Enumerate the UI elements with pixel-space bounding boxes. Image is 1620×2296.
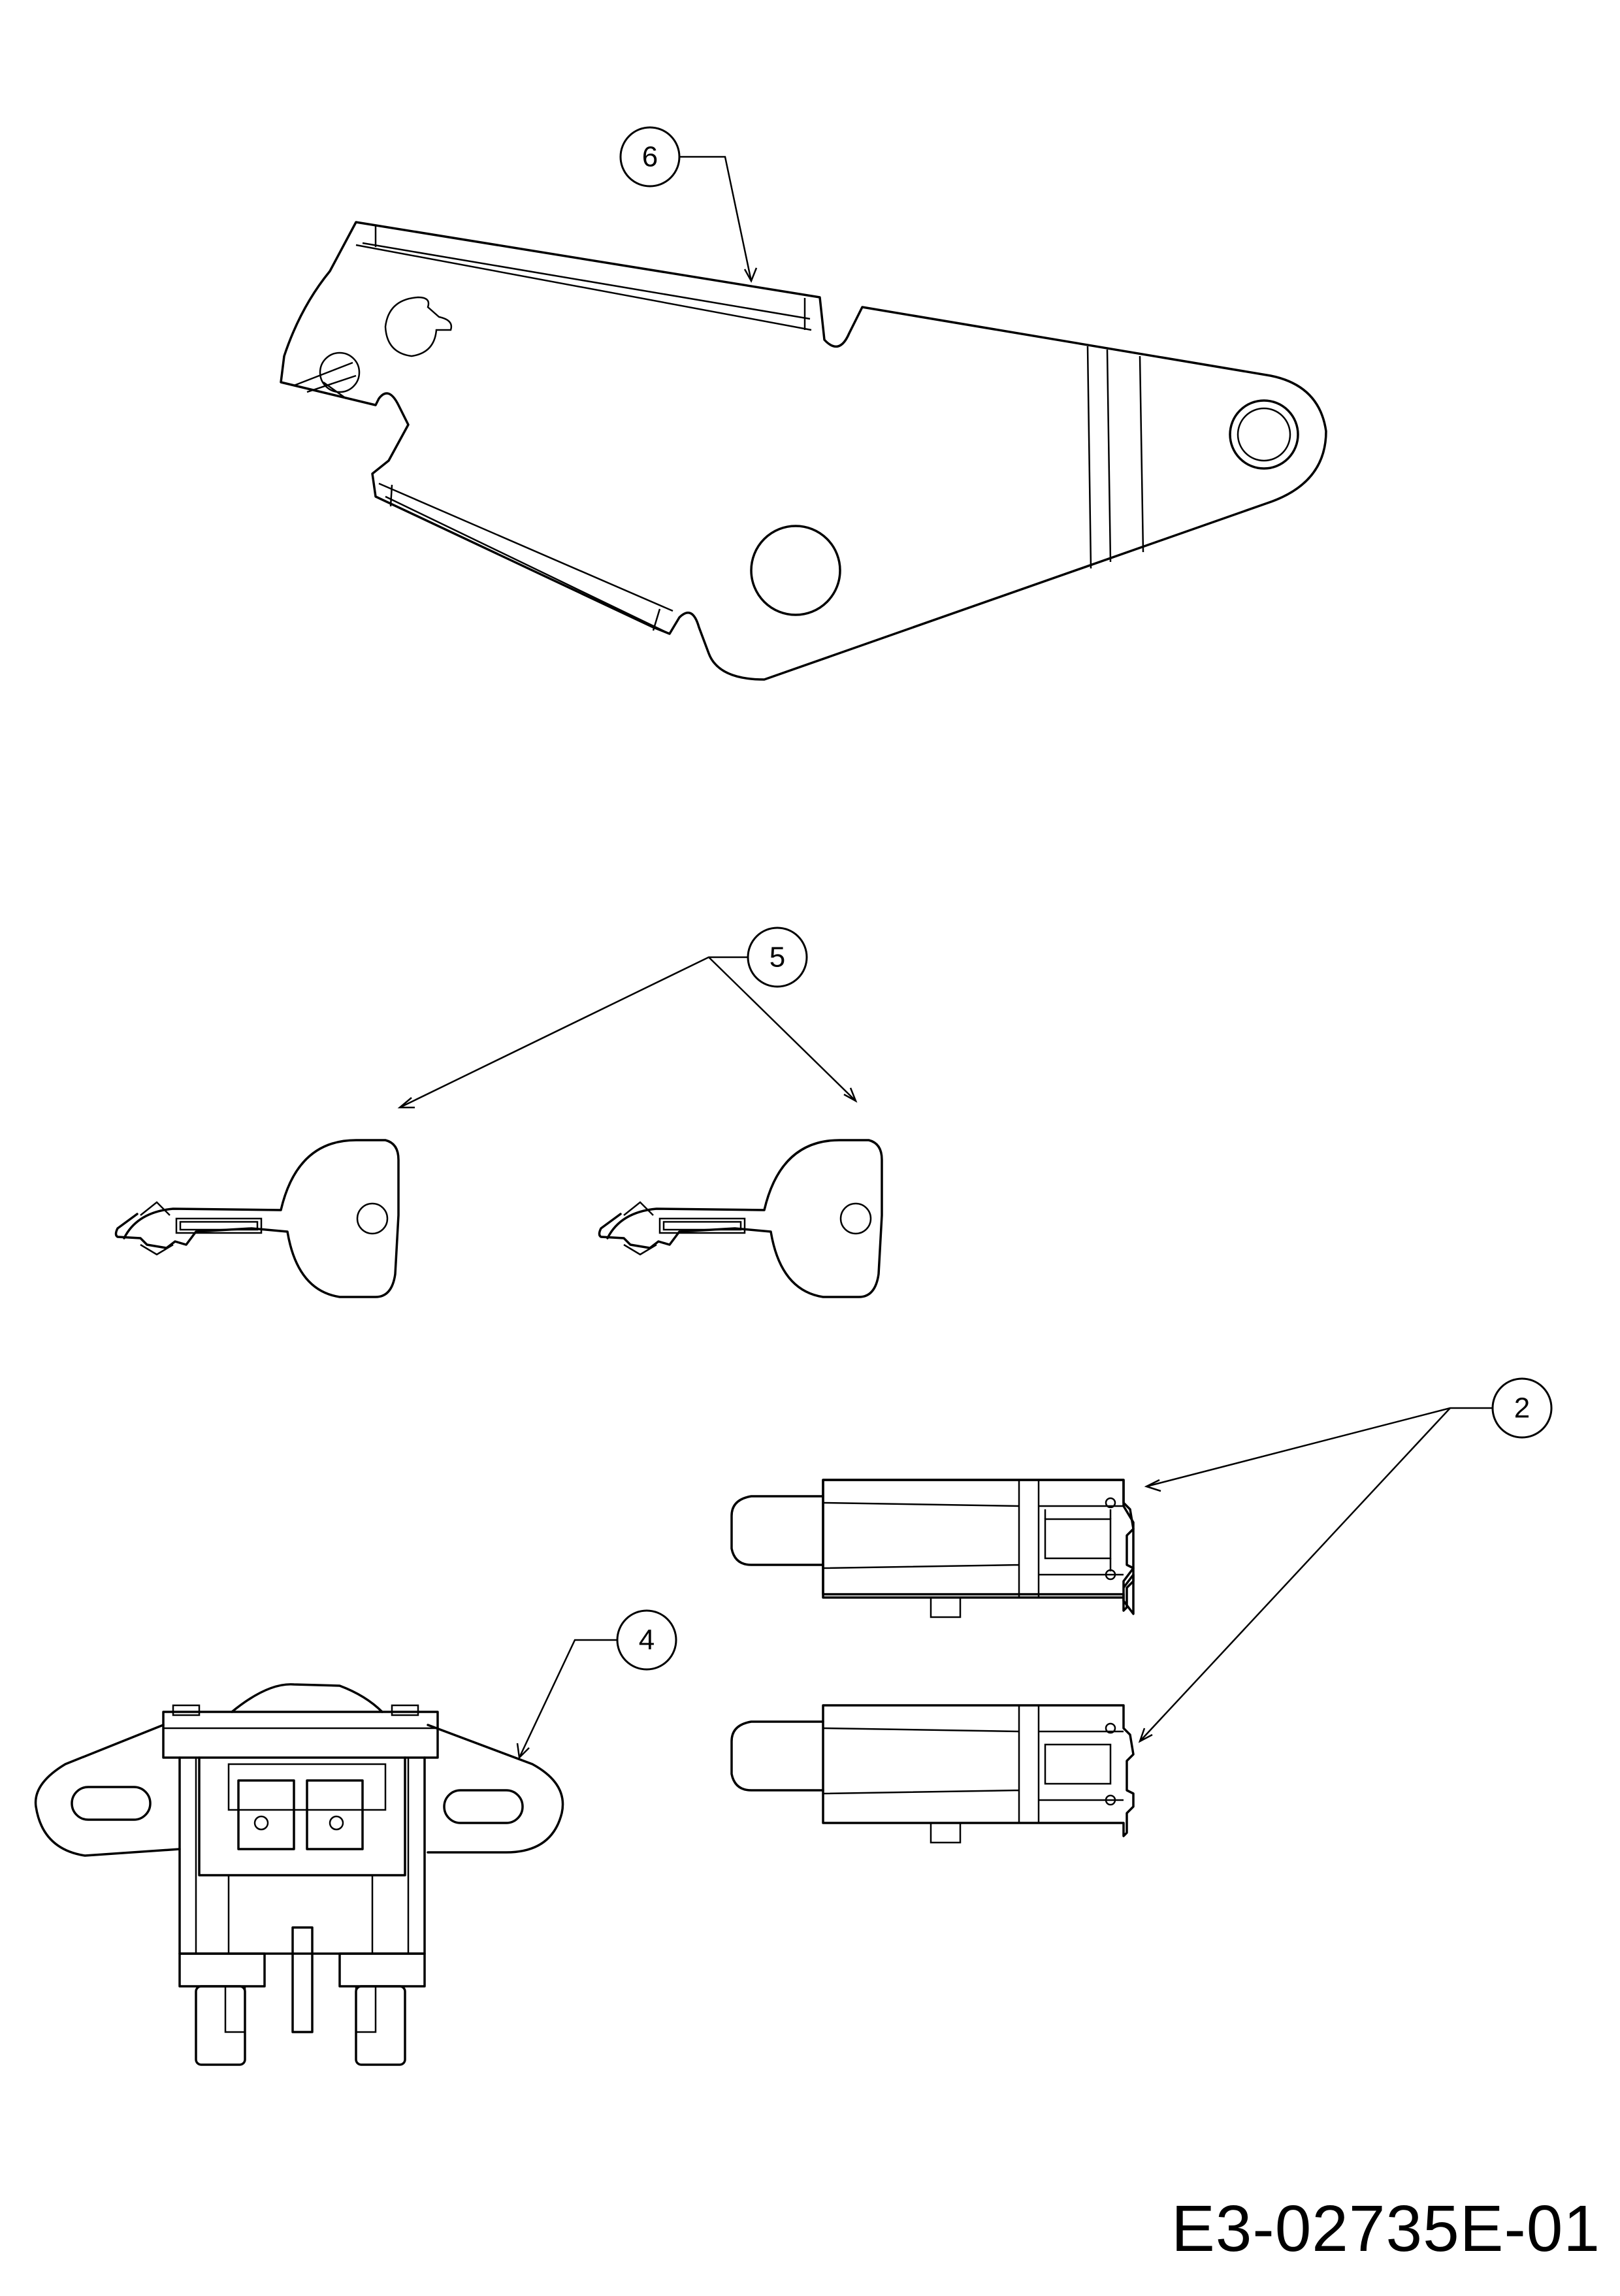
callout-4: 4: [616, 1609, 677, 1671]
bracket-part: [280, 221, 1327, 681]
center-hole: [750, 525, 841, 616]
drawing-code: E3-02735E-01: [1171, 2192, 1600, 2265]
ignition-key-right: [598, 1139, 883, 1298]
leader-line-5b: [708, 957, 856, 1102]
callout-5-label: 5: [770, 942, 785, 974]
leader-line-2b: [1139, 1407, 1451, 1742]
plunger-switch-upper: [730, 1479, 1135, 1618]
pivot-hole: [1229, 399, 1299, 470]
callout-5: 5: [747, 927, 808, 988]
ignition-key-left: [114, 1139, 400, 1298]
callout-6-label: 6: [642, 141, 658, 173]
leader-line-5a: [399, 956, 748, 1109]
plunger-switch-lower: [730, 1704, 1135, 1844]
callout-6: 6: [619, 126, 681, 188]
leader-line-4: [518, 1639, 617, 1758]
bracket-outline: [280, 221, 1327, 681]
leader-line-6: [679, 156, 753, 282]
callout-4-label: 4: [639, 1624, 655, 1656]
leader-line-2a: [1146, 1407, 1493, 1488]
keyhole-slot: [384, 296, 453, 357]
ignition-switch: [34, 1683, 564, 2066]
callout-2: 2: [1491, 1377, 1553, 1439]
callout-2-label: 2: [1514, 1392, 1530, 1424]
